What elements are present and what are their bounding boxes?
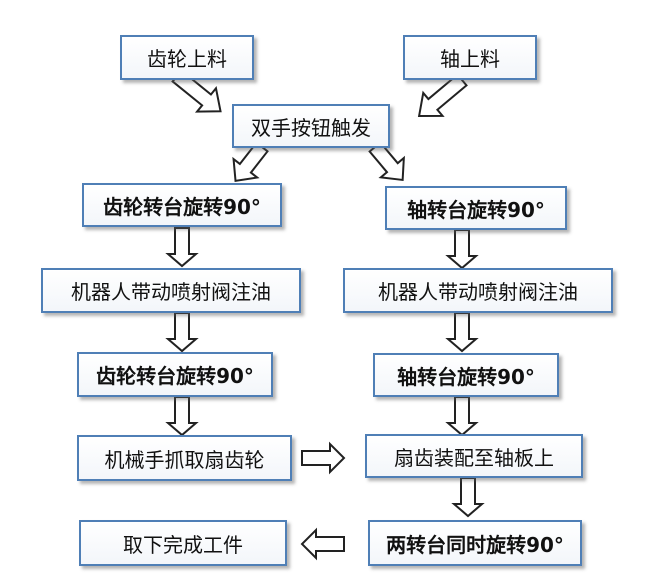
gear-turntable-rotate-box-2: 齿轮转台旋转90° xyxy=(77,352,273,397)
arrow-left-rotate-to-remove xyxy=(300,527,345,561)
robot-spray-oil-box-left: 机器人带动喷射阀注油 xyxy=(41,268,301,313)
remove-finished-part-box: 取下完成工件 xyxy=(79,520,287,566)
both-turntables-rotate-box: 两转台同时旋转90° xyxy=(368,520,582,566)
arrow-gear-to-trigger xyxy=(171,69,222,113)
arrow-down-right-4 xyxy=(451,477,485,518)
arrow-down-right-1 xyxy=(445,229,479,270)
shaft-loading-box: 轴上料 xyxy=(403,35,537,80)
arrow-down-left-1 xyxy=(165,227,199,268)
shaft-turntable-rotate-box-2: 轴转台旋转90° xyxy=(373,353,559,397)
gear-loading-box: 齿轮上料 xyxy=(120,35,254,80)
robot-spray-oil-box-right: 机器人带动喷射阀注油 xyxy=(343,268,613,313)
assemble-to-shaft-plate-box: 扇齿装配至轴板上 xyxy=(365,434,583,478)
shaft-turntable-rotate-box-1: 轴转台旋转90° xyxy=(385,186,567,230)
gear-turntable-rotate-box-1: 齿轮转台旋转90° xyxy=(82,183,282,227)
grab-sector-gear-box: 机械手抓取扇齿轮 xyxy=(77,435,292,481)
arrow-down-left-2 xyxy=(165,312,199,353)
arrow-right-grab-to-assemble xyxy=(301,441,346,475)
arrow-trigger-to-shaft-turntable xyxy=(368,141,405,182)
arrow-down-right-3 xyxy=(445,396,479,437)
arrow-down-right-2 xyxy=(445,312,479,353)
two-hand-trigger-box: 双手按钮触发 xyxy=(232,104,390,148)
arrow-down-left-3 xyxy=(165,396,199,437)
